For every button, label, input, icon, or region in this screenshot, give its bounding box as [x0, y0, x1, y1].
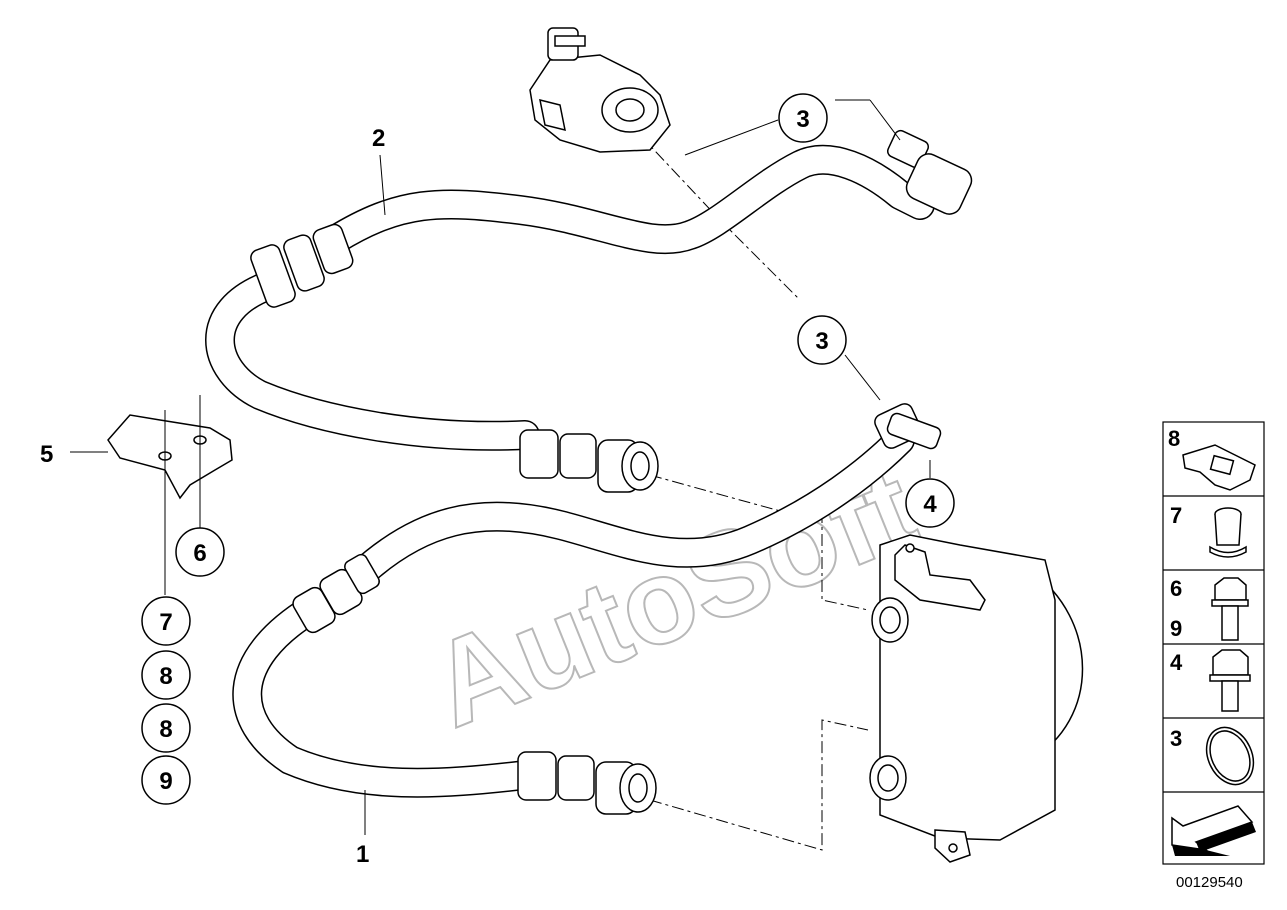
- part-number: 00129540: [1176, 874, 1243, 891]
- svg-text:8: 8: [159, 663, 172, 690]
- callout-2: 2: [372, 125, 385, 152]
- bolt-short-icon: [1209, 649, 1251, 712]
- side-panel: 8 7 6 9 4: [1162, 421, 1265, 865]
- svg-text:8: 8: [1168, 426, 1180, 451]
- svg-text:5: 5: [40, 441, 53, 468]
- side-cell-bolt-short: 4: [1170, 649, 1251, 712]
- svg-text:6: 6: [1170, 576, 1182, 601]
- hose-1-coupler-bottom: [517, 751, 657, 815]
- hose-2-coupler-bottom: [519, 429, 659, 493]
- callout-6: 6: [175, 527, 225, 577]
- svg-text:2: 2: [372, 125, 385, 152]
- callout-9: 9: [141, 755, 191, 805]
- bracket: [107, 414, 233, 500]
- svg-text:4: 4: [1170, 650, 1183, 675]
- elbow-fitting: [874, 403, 942, 450]
- hose-crossover: [345, 403, 942, 590]
- side-cell-arrow: [1171, 805, 1256, 856]
- side-cell-sleeve: 7: [1170, 503, 1247, 558]
- callout-8a: 8: [141, 650, 191, 700]
- oring-icon: [1205, 726, 1255, 786]
- side-cell-clip: 8: [1168, 426, 1256, 491]
- side-cell-bolt-long: 6 9: [1170, 576, 1249, 641]
- hose-2: [205, 144, 935, 493]
- svg-text:4: 4: [923, 491, 937, 518]
- svg-text:3: 3: [815, 328, 828, 355]
- direction-arrow-icon: [1171, 805, 1256, 856]
- side-cell-oring: 3: [1170, 726, 1255, 786]
- connector-line-upper: [795, 514, 869, 611]
- hose-1: [232, 553, 657, 815]
- leader-lines: [70, 99, 931, 835]
- svg-text:3: 3: [1170, 726, 1182, 751]
- clip-icon: [1182, 444, 1256, 491]
- connector-line-mid: [649, 474, 796, 516]
- callout-1: 1: [356, 841, 369, 868]
- hose-1-coupler-top: [292, 553, 380, 634]
- svg-text:9: 9: [159, 768, 172, 795]
- callout-3-mid: 3: [797, 315, 847, 365]
- svg-text:1: 1: [356, 841, 369, 868]
- svg-text:7: 7: [159, 609, 172, 636]
- connector-line-lower: [649, 719, 869, 851]
- svg-text:8: 8: [159, 716, 172, 743]
- callout-3-top: 3: [778, 93, 828, 143]
- callout-7: 7: [141, 596, 191, 646]
- svg-text:7: 7: [1170, 503, 1182, 528]
- callout-8b: 8: [141, 703, 191, 753]
- bolt-long-icon: [1211, 577, 1249, 641]
- oil-cooler: [869, 534, 1084, 863]
- valve-housing: [529, 27, 671, 153]
- hose-2-end-connector: [886, 129, 973, 215]
- sleeve-icon: [1209, 507, 1247, 558]
- svg-text:6: 6: [193, 540, 206, 567]
- callout-5: 5: [40, 441, 53, 468]
- svg-text:9: 9: [1170, 616, 1182, 641]
- callout-4: 4: [905, 478, 955, 528]
- hose-2-coupler-top: [250, 223, 354, 308]
- svg-text:3: 3: [796, 106, 809, 133]
